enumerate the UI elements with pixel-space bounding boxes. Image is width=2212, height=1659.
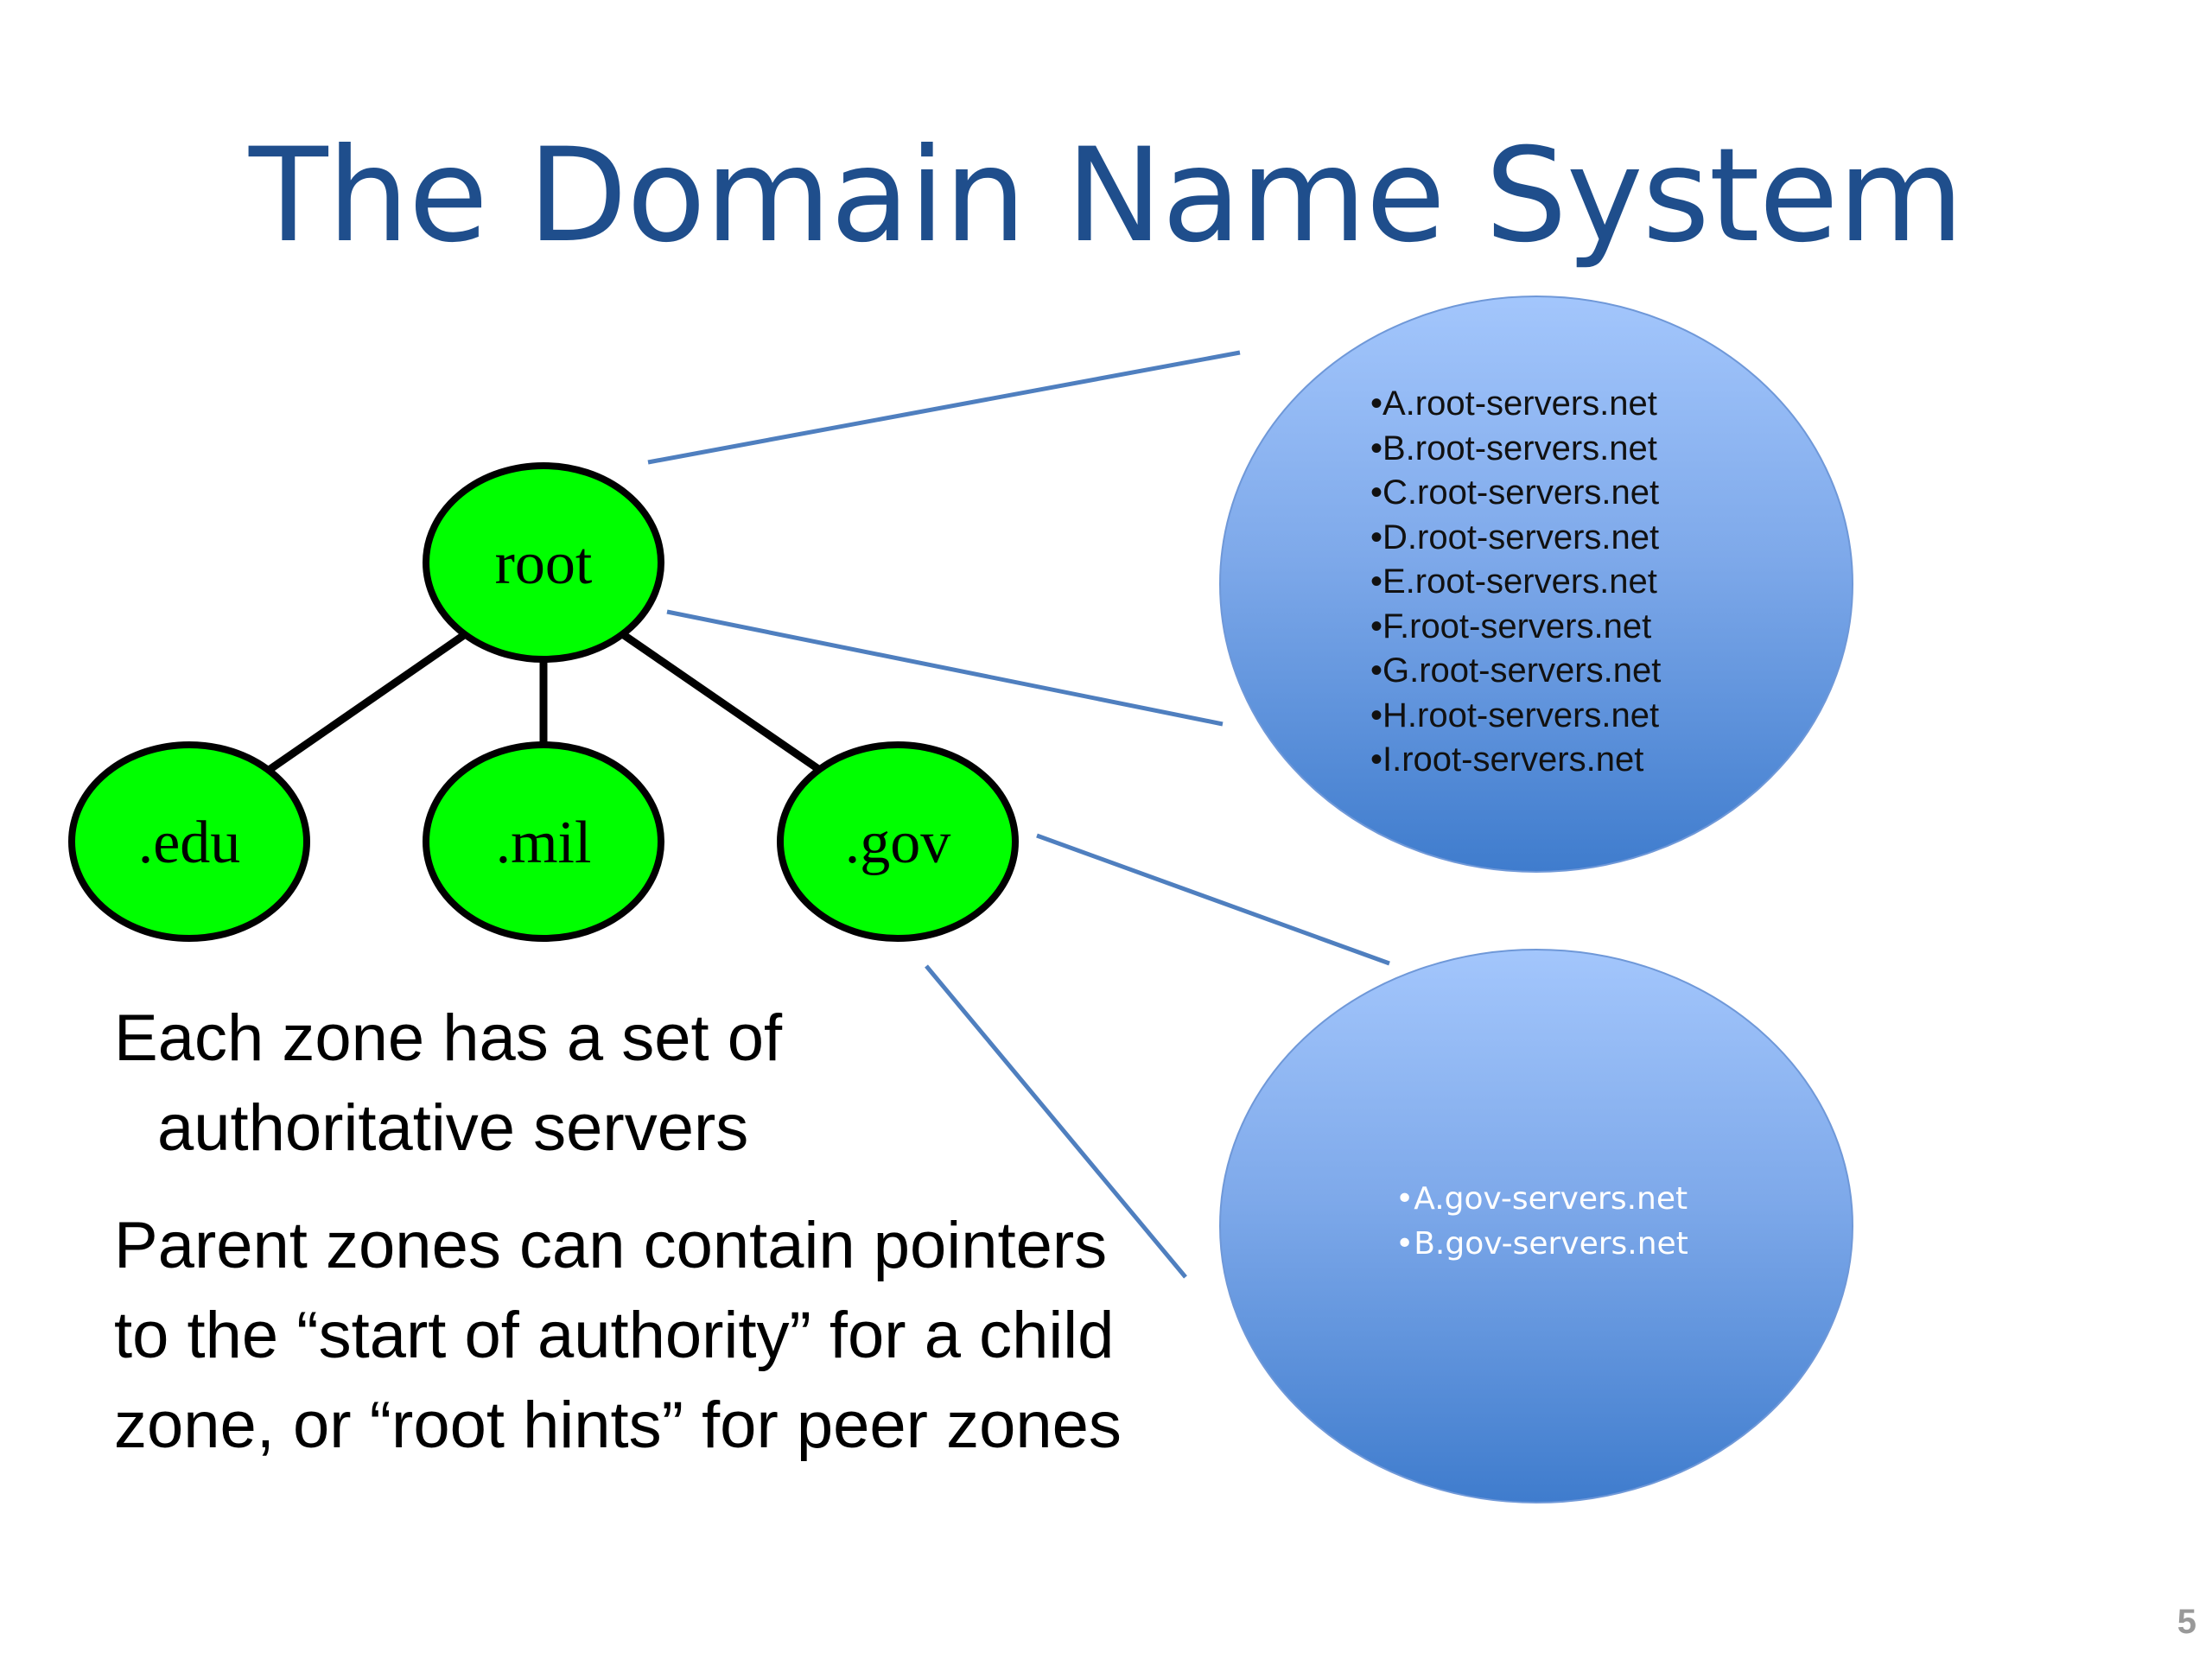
root-server-item: •G.root-servers.net bbox=[1370, 652, 1662, 690]
root-servers-bubble bbox=[1219, 296, 1853, 873]
paragraph-zone-servers: Each zone has a set of authoritative ser… bbox=[114, 994, 1151, 1173]
node-gov-label: .gov bbox=[845, 810, 951, 876]
slide-title: The Domain Name System bbox=[249, 121, 1964, 271]
node-edu bbox=[68, 741, 310, 942]
root-server-item: •B.root-servers.net bbox=[1370, 429, 1657, 467]
paragraph-parent-zones: Parent zones can contain pointers to the… bbox=[114, 1209, 1122, 1462]
gov-server-item: •B.gov-servers.net bbox=[1395, 1225, 1688, 1262]
node-mil-label: .mil bbox=[496, 810, 592, 876]
node-root-label: root bbox=[495, 531, 593, 597]
root-server-item: •H.root-servers.net bbox=[1370, 696, 1660, 734]
node-edu-label: .edu bbox=[138, 810, 241, 876]
connector-gov-bottom bbox=[925, 964, 1187, 1279]
paragraph-zone-servers-line2: authoritative servers bbox=[157, 1091, 749, 1165]
root-servers-list: •A.root-servers.net •B.root-servers.net … bbox=[1370, 382, 1661, 783]
paragraph-zone-servers-line1: Each zone has a set of bbox=[114, 1001, 783, 1075]
root-server-item: •I.root-servers.net bbox=[1370, 741, 1644, 779]
connector-gov-top bbox=[1036, 833, 1390, 966]
gov-server-item: •A.gov-servers.net bbox=[1395, 1181, 1688, 1217]
connector-root-top bbox=[647, 350, 1241, 465]
root-server-item: •A.root-servers.net bbox=[1370, 385, 1657, 423]
root-server-item: •C.root-servers.net bbox=[1370, 474, 1660, 512]
gov-servers-list: •A.gov-servers.net •B.gov-servers.net bbox=[1395, 1177, 1688, 1266]
root-server-item: •D.root-servers.net bbox=[1370, 518, 1660, 556]
root-server-item: •F.root-servers.net bbox=[1370, 607, 1652, 645]
node-root bbox=[423, 462, 664, 663]
page-number: 5 bbox=[2177, 1603, 2196, 1641]
connector-root-bottom bbox=[666, 609, 1224, 727]
edge-root-gov bbox=[621, 632, 823, 774]
gov-servers-bubble bbox=[1219, 949, 1853, 1503]
edge-root-edu bbox=[265, 632, 467, 774]
root-server-item: •E.root-servers.net bbox=[1370, 563, 1657, 601]
node-gov bbox=[777, 741, 1019, 942]
node-mil bbox=[423, 741, 664, 942]
